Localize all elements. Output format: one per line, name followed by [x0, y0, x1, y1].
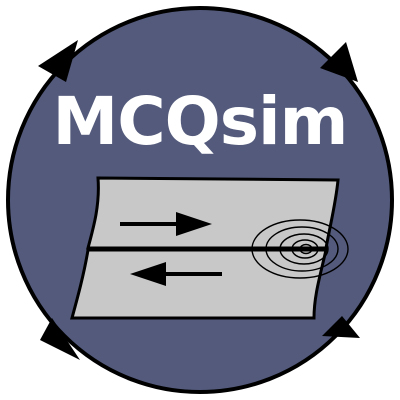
slip-arrow-left-icon [130, 262, 222, 286]
arrowhead-bottom-right [322, 316, 360, 338]
circular-arrow-icon [38, 40, 360, 360]
arrowhead-bottom-left [40, 318, 80, 360]
fault-blocks-icon [70, 176, 340, 320]
rupture-rings-icon [251, 219, 349, 279]
upper-block [86, 176, 340, 250]
arrowhead-top-right [320, 42, 358, 82]
arrowhead-top-left [38, 40, 78, 82]
logo-title: MCQsim [52, 83, 349, 160]
slip-arrow-right-icon [120, 212, 212, 236]
